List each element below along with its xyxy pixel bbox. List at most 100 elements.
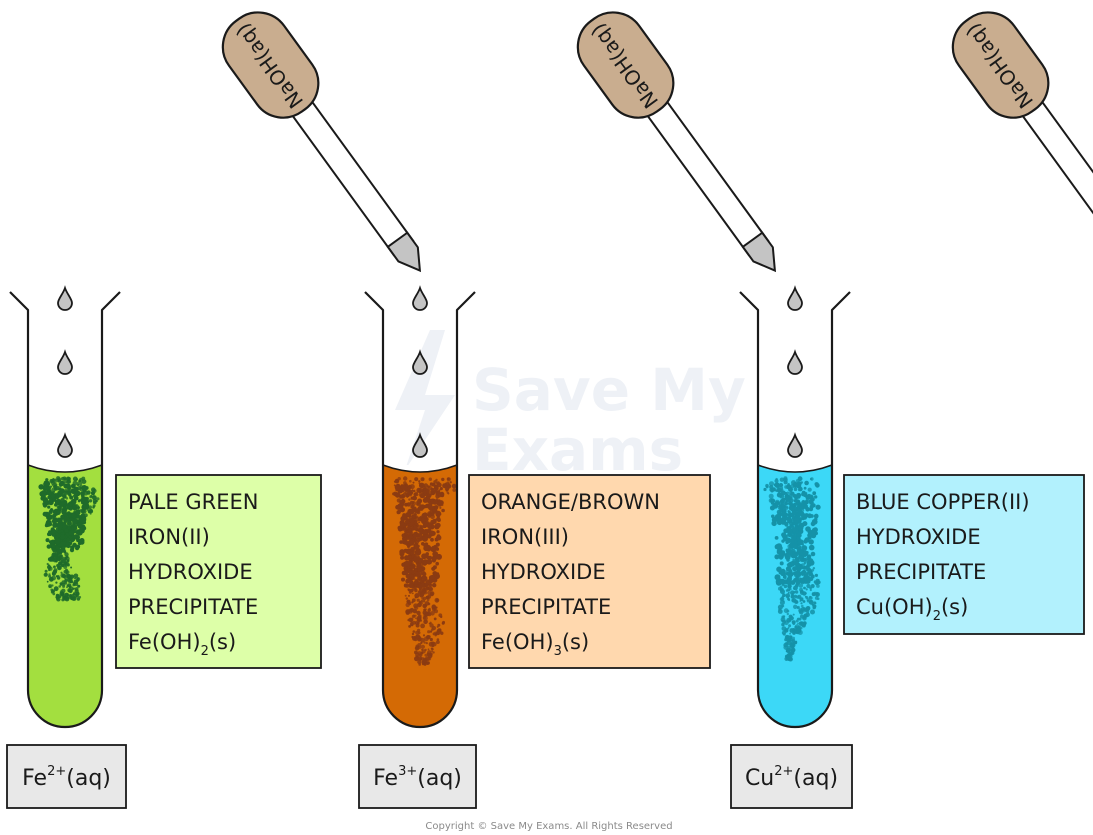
precipitate-particle — [51, 544, 56, 548]
precipitate-particle — [790, 590, 795, 596]
precipitate-particle — [813, 580, 818, 584]
precipitate-particle — [427, 534, 432, 539]
precipitate-particle — [51, 478, 55, 482]
precipitate-particle — [786, 612, 789, 616]
precipitate-particle — [446, 477, 450, 481]
precipitate-particle — [816, 584, 820, 588]
description-line: HYDROXIDE — [128, 560, 253, 584]
precipitate-particle — [799, 597, 804, 602]
precipitate-particle — [807, 558, 814, 564]
ion-label-box — [730, 744, 853, 809]
precipitate-particle — [48, 498, 53, 503]
precipitate-particle — [786, 595, 789, 599]
precipitate-particle — [810, 609, 815, 615]
precipitate-particle — [42, 503, 48, 508]
precipitate-particle — [432, 518, 437, 524]
precipitate-particle — [68, 580, 71, 583]
precipitate-particle — [435, 561, 440, 566]
precipitate-particle — [59, 590, 63, 594]
setup-3: NaOH(aq)BLUE COPPER(II)HYDROXIDEPRECIPIT… — [730, 11, 1093, 809]
precipitate-particle — [73, 495, 79, 501]
precipitate-particle — [428, 636, 431, 639]
precipitate-particle — [790, 561, 794, 565]
precipitate-particle — [63, 560, 68, 566]
precipitate-particle — [67, 520, 72, 526]
precipitate-particle — [446, 481, 450, 485]
precipitate-particle — [412, 481, 415, 484]
precipitate-particle — [47, 495, 51, 500]
precipitate-particle — [430, 611, 435, 616]
precipitate-particle — [432, 571, 438, 576]
precipitate-particle — [410, 588, 414, 593]
precipitate-particle — [71, 596, 76, 601]
precipitate-particle — [408, 528, 413, 533]
precipitate-particle — [436, 530, 440, 534]
description-box — [843, 474, 1085, 635]
precipitate-particle — [59, 488, 65, 494]
precipitate-particle — [786, 516, 791, 521]
precipitate-particle — [64, 490, 68, 494]
meniscus — [382, 464, 458, 473]
precipitate-particle — [785, 548, 790, 553]
precipitate-particle — [430, 487, 435, 492]
precipitate-particle — [806, 493, 812, 500]
precipitate-particle — [430, 628, 434, 631]
watermark: Save My Exams — [395, 330, 746, 484]
precipitate-particle — [796, 492, 802, 498]
precipitate-particle — [68, 530, 75, 536]
precipitate-particle — [423, 483, 429, 489]
description-line: HYDROXIDE — [856, 525, 981, 549]
precipitate-particle — [77, 584, 81, 588]
precipitate-particle — [401, 577, 405, 582]
setup-2: NaOH(aq)ORANGE/BROWNIRON(III)HYDROXIDEPR… — [358, 11, 777, 809]
precipitate-particle — [417, 498, 423, 504]
precipitate-particle — [415, 634, 421, 639]
precipitate-particle — [418, 589, 423, 593]
precipitate-particle — [409, 574, 413, 578]
precipitate-particle — [88, 499, 93, 503]
precipitate-particle — [796, 605, 800, 610]
precipitate-particle — [406, 599, 411, 604]
precipitate-particle — [66, 480, 70, 485]
precipitate-particle — [413, 513, 417, 517]
precipitate-particle — [811, 530, 816, 535]
precipitate-particle — [803, 486, 807, 490]
precipitate-particle — [792, 636, 795, 640]
precipitate-particle — [417, 602, 422, 608]
precipitate-particle — [432, 551, 439, 557]
precipitate-particle — [430, 641, 435, 646]
precipitate-particle — [405, 597, 408, 600]
precipitate-particle — [432, 583, 437, 588]
precipitate-particle — [781, 504, 786, 509]
precipitate-particle — [793, 640, 798, 645]
precipitate-particle — [438, 500, 444, 506]
precipitate-particle — [815, 504, 821, 510]
watermark-line-1: Save My — [472, 356, 746, 424]
precipitate-particle — [785, 552, 790, 557]
precipitate-particle — [436, 625, 439, 628]
precipitate-particle — [403, 548, 408, 553]
description-line: BLUE COPPER(II) — [856, 490, 1030, 514]
precipitate-particle — [71, 513, 77, 519]
precipitate-particle — [427, 650, 432, 655]
precipitate-particle — [61, 598, 65, 602]
precipitate-particle — [423, 590, 427, 593]
precipitate-particle — [96, 497, 100, 501]
precipitate-particle — [77, 522, 83, 528]
precipitate-particle — [417, 615, 422, 620]
precipitate-particle — [409, 517, 415, 524]
precipitate-particle — [786, 655, 789, 657]
precipitate-particle — [422, 657, 428, 663]
precipitate-particle — [815, 591, 819, 595]
precipitate-particle — [426, 528, 432, 533]
precipitate-particle — [803, 586, 806, 590]
precipitate-particle — [394, 484, 401, 491]
precipitate-particle — [781, 539, 785, 543]
precipitate-particle — [399, 495, 403, 499]
precipitate-particle — [422, 634, 426, 637]
precipitate-particle — [808, 530, 813, 535]
precipitate-particle — [412, 630, 416, 633]
precipitate-particle — [60, 559, 64, 563]
precipitate-particle — [66, 483, 71, 489]
